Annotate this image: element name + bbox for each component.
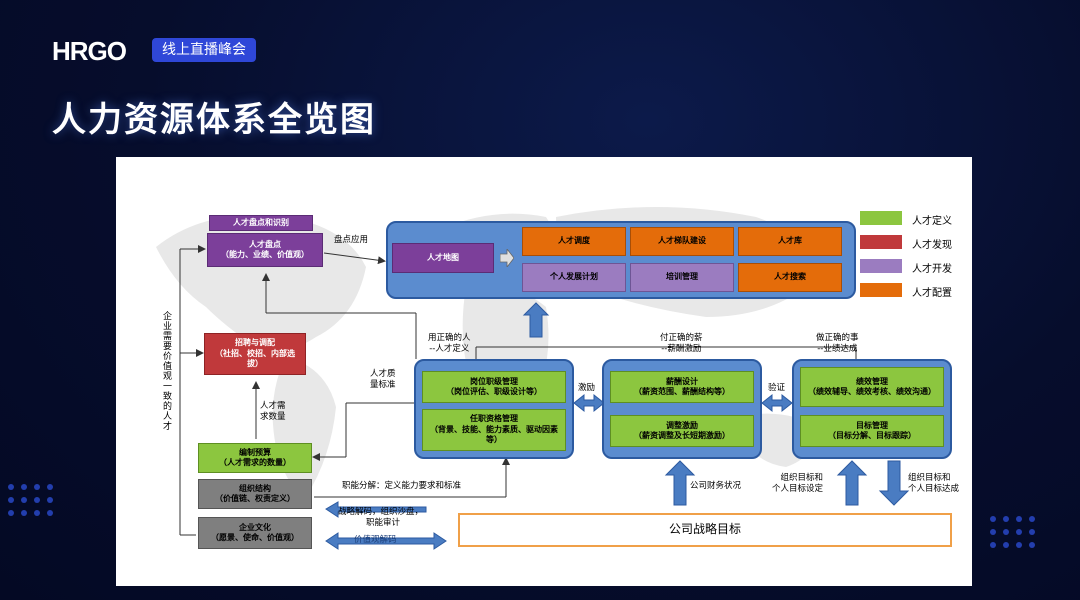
- goal-management-box: 目标管理 （目标分解、目标跟踪）: [800, 415, 944, 447]
- recruitment-subtitle: （社招、校招、内部选拔）: [215, 348, 295, 369]
- goal-management-subtitle: （目标分解、目标跟踪）: [828, 431, 916, 440]
- talent-inventory-header: 人才盘点和识别: [209, 215, 313, 231]
- talent-demand-label: 人才需 求数量: [260, 401, 286, 422]
- job-grade-subtitle: （岗位评估、职级设计等）: [446, 387, 542, 396]
- talent-demand-line1: 人才需: [260, 401, 286, 411]
- pay-design-title: 薪酬设计: [666, 376, 698, 386]
- talent-quality-line1: 人才质: [370, 369, 396, 379]
- talent-search-box: 人才搜索: [738, 263, 842, 292]
- legend-label-development: 人才开发: [912, 264, 952, 275]
- goal-setting-label: 组织目标和 个人目标设定: [772, 473, 823, 494]
- budget-subtitle: （人才需求的数量）: [219, 458, 291, 467]
- talent-echelon-box: 人才梯队建设: [630, 227, 734, 256]
- talent-map-box: 人才地图: [392, 243, 494, 273]
- page-title: 人力资源体系全览图: [52, 100, 376, 140]
- performance-management-title: 绩效管理: [856, 376, 888, 386]
- performance-management-subtitle: （绩效辅导、绩效考核、绩效沟通）: [808, 387, 936, 396]
- legend-swatch-definition: [860, 211, 902, 225]
- right-person-label: 用正确的人 --人才定义: [428, 333, 471, 354]
- legend-label-allocation: 人才配置: [912, 288, 952, 299]
- performance-management-box: 绩效管理 （绩效辅导、绩效考核、绩效沟通）: [800, 367, 944, 407]
- legend-label-discovery: 人才发现: [912, 240, 952, 251]
- pay-design-subtitle: （薪资范围、薪酬结构等）: [634, 387, 730, 396]
- arrow-right-icon: [500, 249, 514, 267]
- right-thing-line2: --业绩达成: [817, 343, 858, 354]
- live-summit-badge: 线上直播峰会: [152, 38, 256, 62]
- qualification-title: 任职资格管理: [470, 414, 518, 424]
- pay-adjust-box: 调整激励 （薪资调整及长短期激励）: [610, 415, 754, 447]
- connector-lines: [179, 245, 910, 550]
- right-person-line1: 用正确的人: [428, 333, 471, 343]
- function-audit-label: 职能审计: [366, 518, 401, 528]
- value-decode-label: 价值观解码: [354, 535, 397, 545]
- talent-pool-box: 人才库: [738, 227, 842, 256]
- company-strategy-goal-box: 公司战略目标: [458, 513, 952, 547]
- culture-title: 企业文化: [239, 522, 271, 532]
- talent-inventory-title: 人才盘点: [249, 239, 281, 249]
- job-grade-box: 岗位职级管理 （岗位评估、职级设计等）: [422, 371, 566, 403]
- hr-system-diagram: 人才定义 人才发现 人才开发 人才配置: [116, 157, 972, 586]
- decor-dots-right: [990, 516, 1035, 548]
- talent-quality-label: 人才质 量标准: [370, 369, 396, 390]
- job-grade-title: 岗位职级管理: [470, 376, 518, 386]
- talent-dispatch-box: 人才调度: [522, 227, 626, 256]
- talent-inventory-box: 人才盘点 （能力、业绩、价值观）: [207, 233, 323, 267]
- goal-reached-line1: 组织目标和: [908, 473, 951, 483]
- goal-reached-line2: 个人目标达成: [908, 483, 960, 494]
- right-person-line2: --人才定义: [429, 343, 470, 354]
- value-consistency-note: 企业需要价值观一致的人才: [161, 311, 171, 431]
- legend-label-definition: 人才定义: [912, 216, 952, 227]
- talent-quality-line2: 量标准: [370, 379, 396, 390]
- goal-management-title: 目标管理: [856, 420, 888, 430]
- legend-swatch-development: [860, 259, 902, 273]
- hrgo-logo: HRGO: [52, 36, 127, 66]
- budget-title: 编制预算: [239, 447, 271, 457]
- org-structure-title: 组织结构: [239, 483, 271, 493]
- recruitment-title: 招聘与调配: [235, 338, 275, 348]
- org-structure-box: 组织结构 （价值链、权责定义）: [198, 479, 312, 509]
- function-decomposition-label: 职能分解：定义能力要求和标准: [342, 481, 462, 491]
- goal-reached-label: 组织目标和 个人目标达成: [908, 473, 959, 494]
- qualification-subtitle: （背景、技能、能力素质、驱动因素等）: [430, 424, 558, 445]
- right-pay-line1: 付正确的薪: [660, 333, 703, 343]
- strategy-decode-label: 战略解码，组织沙盘，: [338, 507, 424, 517]
- talent-demand-line2: 求数量: [260, 411, 286, 422]
- recruitment-box: 招聘与调配 （社招、校招、内部选拔）: [204, 333, 306, 375]
- org-structure-subtitle: （价值链、权责定义）: [215, 494, 295, 503]
- verify-label: 验证: [768, 383, 786, 393]
- talent-inventory-subtitle: （能力、业绩、价值观）: [221, 250, 309, 259]
- legend-swatch-discovery: [860, 235, 902, 249]
- pay-adjust-title: 调整激励: [666, 420, 698, 430]
- decor-dots-left: [8, 484, 53, 516]
- inventory-apply-label: 盘点应用: [334, 235, 369, 245]
- qualification-box: 任职资格管理 （背景、技能、能力素质、驱动因素等）: [422, 409, 566, 451]
- goal-setting-line1: 组织目标和: [780, 473, 824, 483]
- headcount-budget-box: 编制预算 （人才需求的数量）: [198, 443, 312, 473]
- right-thing-label: 做正确的事 --业绩达成: [816, 333, 859, 354]
- right-pay-line2: --薪酬激励: [661, 343, 702, 354]
- corporate-culture-box: 企业文化 （愿景、使命、价值观）: [198, 517, 312, 549]
- legend-swatch-allocation: [860, 283, 902, 297]
- finance-label: 公司财务状况: [690, 481, 742, 491]
- training-management-box: 培训管理: [630, 263, 734, 292]
- goal-setting-line2: 个人目标设定: [772, 483, 824, 494]
- right-thing-line1: 做正确的事: [816, 333, 859, 343]
- incentive-label: 激励: [578, 383, 596, 393]
- pay-design-box: 薪酬设计 （薪资范围、薪酬结构等）: [610, 371, 754, 403]
- right-pay-label: 付正确的薪 --薪酬激励: [660, 333, 703, 354]
- pay-adjust-subtitle: （薪资调整及长短期激励）: [634, 431, 730, 440]
- personal-development-plan-box: 个人发展计划: [522, 263, 626, 292]
- culture-subtitle: （愿景、使命、价值观）: [211, 533, 299, 542]
